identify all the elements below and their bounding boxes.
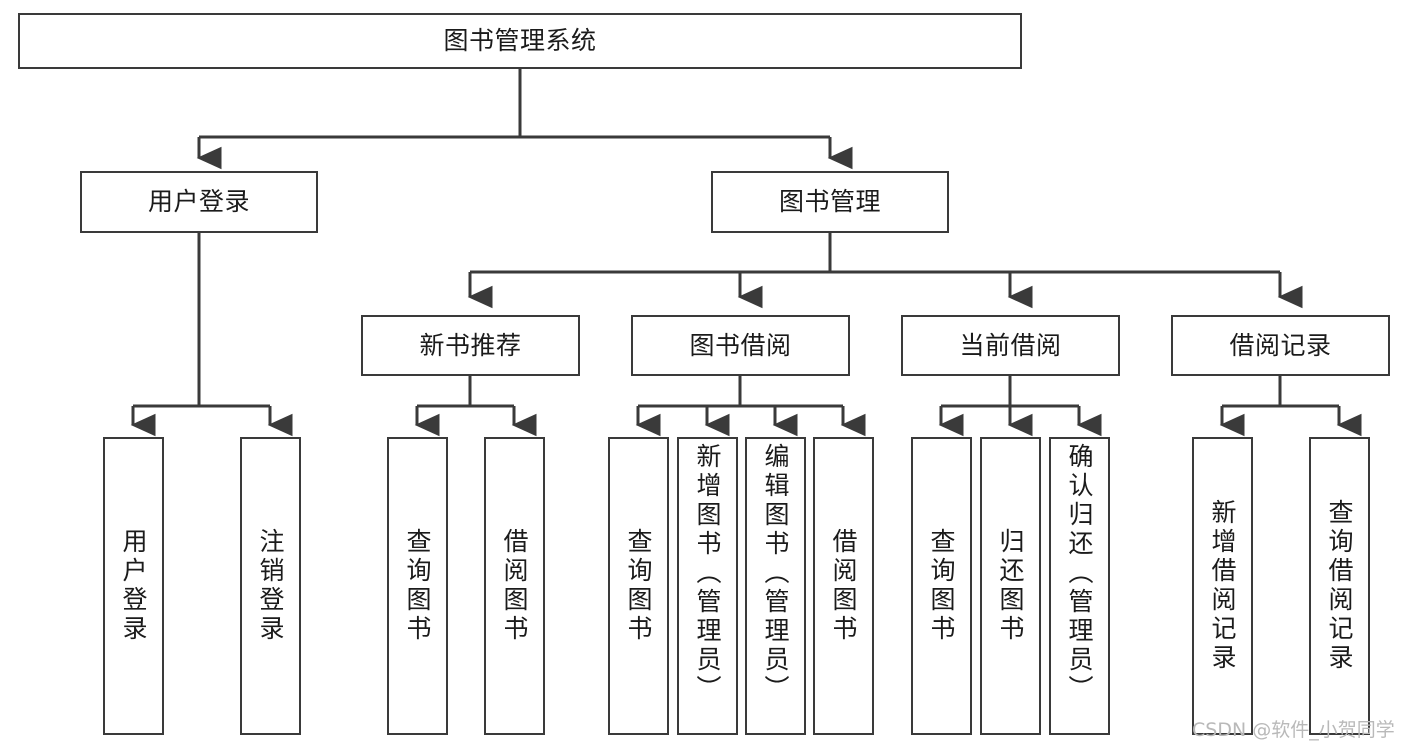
leaf-query-book-2[interactable]: 查询图书: [608, 437, 669, 735]
leaf-logout[interactable]: 注销登录: [240, 437, 301, 735]
leaf-borrow-book-1[interactable]: 借阅图书: [484, 437, 545, 735]
node-root[interactable]: 图书管理系统: [18, 13, 1022, 69]
leaf-query-record[interactable]: 查询借阅记录: [1309, 437, 1370, 735]
node-current-borrow-label: 当前借阅: [959, 330, 1062, 360]
leaf-query-book-1[interactable]: 查询图书: [387, 437, 448, 735]
leaf-logout-label: 注销登录: [256, 528, 285, 644]
leaf-confirm-return-label: 确认归还（管理员）: [1065, 443, 1094, 704]
leaf-return-book[interactable]: 归还图书: [980, 437, 1041, 735]
leaf-add-record-label: 新增借阅记录: [1208, 499, 1237, 673]
node-book-borrow-label: 图书借阅: [689, 330, 792, 360]
csdn-watermark: CSDN @软件_小贺同学: [1192, 719, 1395, 741]
node-book-manage[interactable]: 图书管理: [711, 171, 949, 233]
leaf-user-login-label: 用户登录: [119, 528, 148, 644]
leaf-query-book-1-label: 查询图书: [403, 528, 432, 644]
leaf-borrow-book-2[interactable]: 借阅图书: [813, 437, 874, 735]
leaf-query-book-3-label: 查询图书: [927, 528, 956, 644]
node-root-label: 图书管理系统: [443, 26, 597, 56]
leaf-edit-book-label: 编辑图书（管理员）: [761, 443, 790, 704]
leaf-edit-book[interactable]: 编辑图书（管理员）: [745, 437, 806, 735]
leaf-borrow-book-2-label: 借阅图书: [829, 528, 858, 644]
leaf-query-book-2-label: 查询图书: [624, 528, 653, 644]
node-book-borrow[interactable]: 图书借阅: [631, 315, 850, 376]
leaf-add-book-label: 新增图书（管理员）: [693, 443, 722, 704]
leaf-query-book-3[interactable]: 查询图书: [911, 437, 972, 735]
node-book-manage-label: 图书管理: [778, 187, 881, 217]
node-user-login[interactable]: 用户登录: [80, 171, 318, 233]
node-borrow-record[interactable]: 借阅记录: [1171, 315, 1390, 376]
leaf-borrow-book-1-label: 借阅图书: [500, 528, 529, 644]
node-borrow-record-label: 借阅记录: [1229, 330, 1332, 360]
node-new-book-rec[interactable]: 新书推荐: [361, 315, 580, 376]
leaf-add-record[interactable]: 新增借阅记录: [1192, 437, 1253, 735]
leaf-user-login[interactable]: 用户登录: [103, 437, 164, 735]
leaf-confirm-return[interactable]: 确认归还（管理员）: [1049, 437, 1110, 735]
node-current-borrow[interactable]: 当前借阅: [901, 315, 1120, 376]
node-user-login-label: 用户登录: [147, 187, 250, 217]
leaf-add-book[interactable]: 新增图书（管理员）: [677, 437, 738, 735]
leaf-query-record-label: 查询借阅记录: [1325, 499, 1354, 673]
leaf-return-book-label: 归还图书: [996, 528, 1025, 644]
node-new-book-rec-label: 新书推荐: [419, 330, 522, 360]
